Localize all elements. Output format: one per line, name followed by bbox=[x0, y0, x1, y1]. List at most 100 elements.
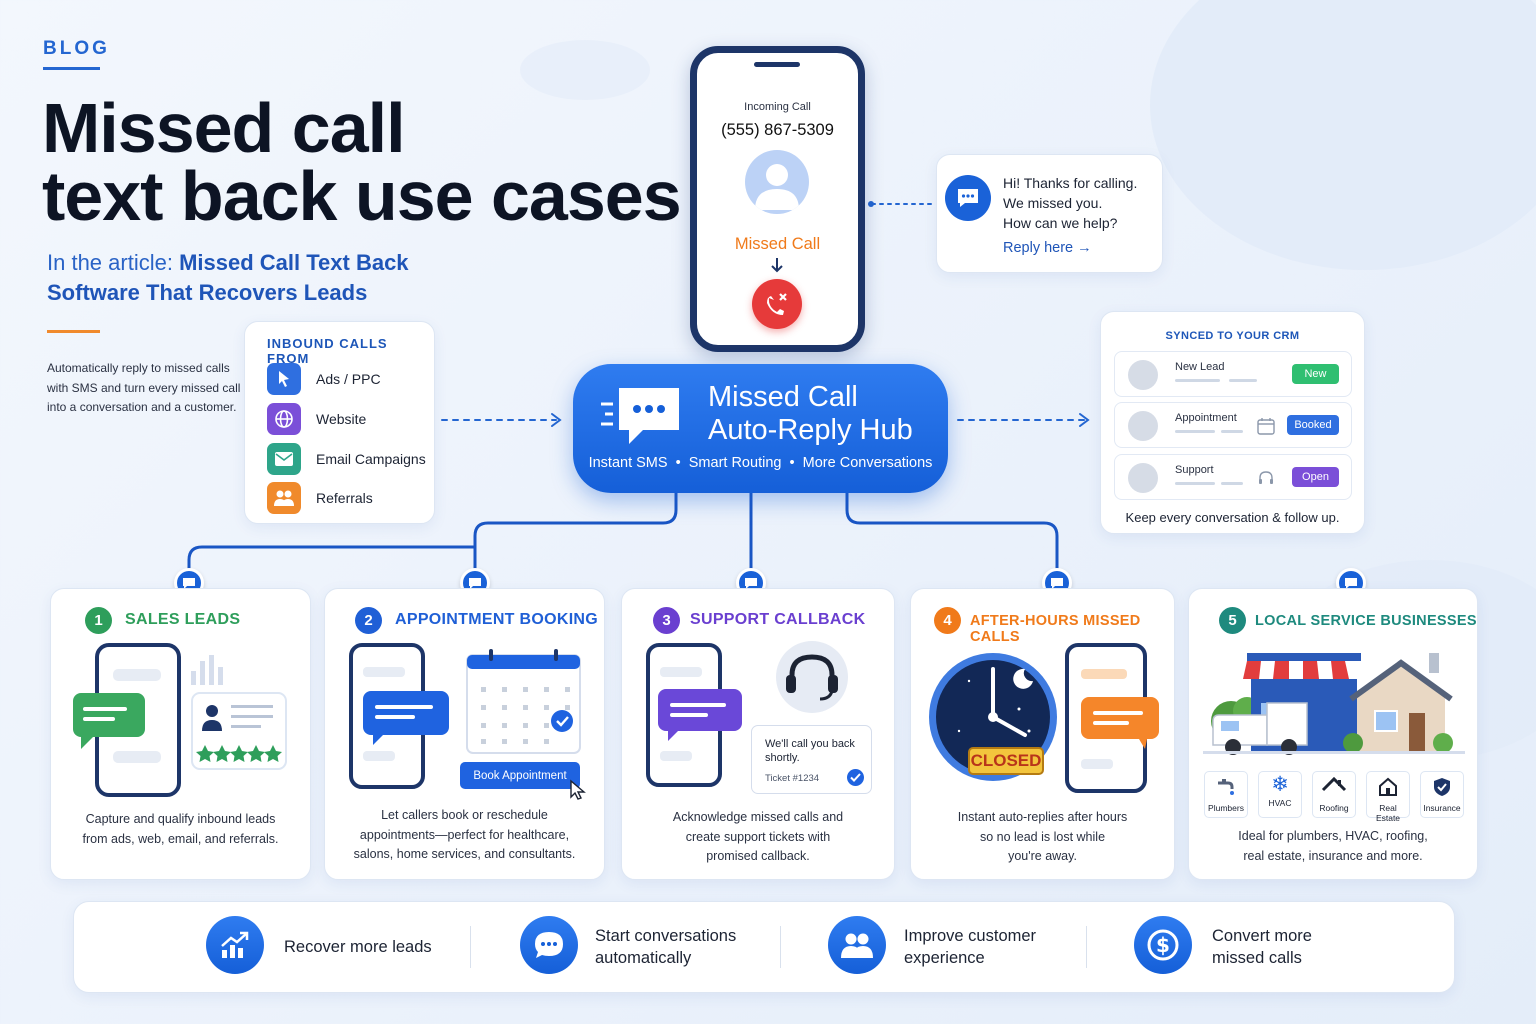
sms-message: Hi! Thanks for calling.We missed you.How… bbox=[1003, 175, 1138, 231]
closed-sign: CLOSED bbox=[968, 747, 1044, 775]
benefit-recover-leads: Recover more leads bbox=[284, 938, 432, 956]
after-hours-illustration bbox=[929, 643, 1159, 793]
incoming-call-label: Incoming Call bbox=[744, 101, 811, 113]
book-appointment-button[interactable]: Book Appointment bbox=[460, 762, 580, 789]
intro-text: Automatically reply to missed calls with… bbox=[47, 361, 241, 414]
status-badge: Booked bbox=[1287, 415, 1339, 435]
service-roofing[interactable]: Roofing bbox=[1312, 771, 1356, 818]
house-icon bbox=[1379, 777, 1397, 796]
subtitle-prefix: In the article: bbox=[47, 250, 180, 275]
step-number: 4 bbox=[934, 607, 961, 634]
chat-bubble-icon bbox=[945, 175, 991, 221]
phone-mockup: Incoming Call (555) 867-5309 Missed Call bbox=[690, 46, 865, 352]
check-icon bbox=[847, 769, 864, 786]
use-case-sales-leads[interactable]: 1 SALES LEADS Capture and qualify inboun… bbox=[50, 588, 311, 880]
status-badge: New bbox=[1292, 364, 1339, 384]
background-cloud bbox=[520, 40, 650, 100]
avatar bbox=[1128, 411, 1158, 441]
crm-row-appointment[interactable]: Appointment Booked bbox=[1114, 402, 1352, 448]
missed-call-label: Missed Call bbox=[734, 235, 821, 253]
use-case-appointment-booking[interactable]: 2 APPOINTMENT BOOKING Book Appointment L… bbox=[324, 588, 605, 880]
crm-row-new-lead[interactable]: New Lead New bbox=[1114, 351, 1352, 397]
use-case-title: LOCAL SERVICE BUSINESSES bbox=[1255, 613, 1477, 629]
use-case-title: SUPPORT CALLBACK bbox=[690, 611, 866, 628]
use-case-title: AFTER-HOURS MISSED CALLS bbox=[970, 613, 1141, 645]
cursor-icon bbox=[570, 779, 586, 800]
dollar-icon: $ bbox=[1134, 916, 1192, 974]
reply-here-link[interactable]: Reply here → bbox=[1003, 240, 1092, 256]
chat-icon bbox=[520, 916, 578, 974]
envelope-icon bbox=[267, 443, 301, 475]
inbound-sources-card: INBOUND CALLS FROM Ads / PPC Website Ema… bbox=[244, 321, 435, 524]
title-line-2: text back use cases bbox=[42, 157, 682, 235]
phone-notch bbox=[754, 62, 800, 67]
divider bbox=[1086, 926, 1087, 968]
crm-row-support[interactable]: Support Open bbox=[1114, 454, 1352, 500]
use-case-title: SALES LEADS bbox=[125, 611, 241, 628]
service-plumbers[interactable]: Plumbers bbox=[1204, 771, 1248, 818]
avatar bbox=[1128, 360, 1158, 390]
service-icons-row: Plumbers ❄HVAC Roofing Real Estate Insur… bbox=[1204, 771, 1464, 823]
service-hvac[interactable]: ❄HVAC bbox=[1258, 771, 1302, 818]
crm-heading: SYNCED TO YOUR CRM bbox=[1165, 330, 1300, 342]
service-real-estate[interactable]: Real Estate bbox=[1366, 771, 1410, 823]
cursor-icon bbox=[267, 363, 301, 395]
service-insurance[interactable]: Insurance bbox=[1420, 771, 1464, 818]
use-case-description: Ideal for plumbers, HVAC, roofing,real e… bbox=[1238, 829, 1428, 863]
hub-features: Instant SMS • Smart Routing • More Conve… bbox=[588, 455, 933, 471]
inbound-item-ads[interactable]: Ads / PPC bbox=[267, 362, 381, 396]
crm-sync-card: SYNCED TO YOUR CRM New Lead New Appointm… bbox=[1100, 311, 1365, 534]
blog-eyebrow[interactable]: BLOG bbox=[43, 38, 110, 59]
page-title: Missed call text back use cases bbox=[42, 89, 682, 235]
use-case-after-hours[interactable]: 4 AFTER-HOURS MISSED CALLS CLOSED Instan… bbox=[910, 588, 1175, 880]
sales-leads-illustration bbox=[73, 643, 287, 797]
step-number: 5 bbox=[1219, 607, 1246, 634]
faucet-icon bbox=[1218, 779, 1234, 795]
snowflake-icon: ❄ bbox=[1271, 773, 1289, 796]
globe-icon bbox=[267, 403, 301, 435]
divider bbox=[470, 926, 471, 968]
arrow-right-icon: → bbox=[1077, 240, 1092, 256]
inbound-item-email[interactable]: Email Campaigns bbox=[267, 442, 426, 476]
chart-up-icon bbox=[206, 916, 264, 974]
roof-icon bbox=[1321, 776, 1347, 792]
caller-avatar bbox=[745, 150, 809, 214]
speed-chat-icon bbox=[601, 388, 679, 444]
avatar bbox=[1128, 463, 1158, 493]
step-number: 2 bbox=[355, 607, 382, 634]
headset-icon bbox=[1259, 471, 1273, 484]
title-line-1: Missed call bbox=[42, 89, 406, 167]
svg-text:$: $ bbox=[1156, 933, 1170, 957]
eyebrow-underline bbox=[43, 67, 100, 70]
arrow-down-icon bbox=[771, 258, 783, 273]
people-icon bbox=[828, 916, 886, 974]
divider bbox=[780, 926, 781, 968]
use-case-title: APPOINTMENT BOOKING bbox=[395, 611, 599, 628]
use-case-local-service[interactable]: 5 LOCAL SERVICE BUSINESSES Plumbers ❄HVA… bbox=[1188, 588, 1478, 880]
inbound-heading: INBOUND CALLS FROM bbox=[267, 336, 388, 366]
shield-icon bbox=[1434, 778, 1450, 796]
inbound-item-website[interactable]: Website bbox=[267, 402, 366, 436]
storefront-illustration bbox=[1203, 653, 1465, 755]
ticket-label: Ticket #1234 bbox=[765, 773, 820, 784]
inbound-item-referrals[interactable]: Referrals bbox=[267, 481, 373, 515]
step-number: 3 bbox=[653, 607, 680, 634]
calendar-icon bbox=[1257, 418, 1275, 435]
declined-call-icon[interactable] bbox=[752, 279, 802, 329]
caller-number: (555) 867-5309 bbox=[721, 121, 834, 139]
sms-reply-card: Hi! Thanks for calling.We missed you.How… bbox=[936, 154, 1163, 273]
support-illustration bbox=[646, 641, 848, 787]
